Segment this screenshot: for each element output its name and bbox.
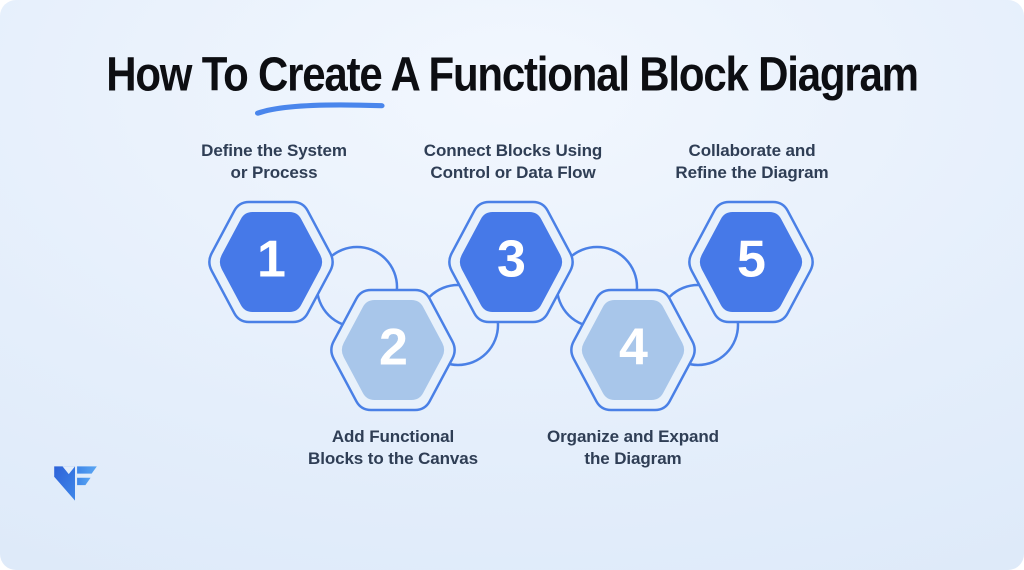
step-label-2-line-1: Add Functional bbox=[331, 427, 455, 446]
page-title: How To Create A Functional Block Diagram bbox=[0, 47, 1024, 116]
step-label-4-line-1: Organize and Expand bbox=[547, 427, 719, 446]
hexagon-1 bbox=[219, 212, 323, 312]
step-label-4-line-2: the Diagram bbox=[584, 449, 682, 468]
step-label-1-line-1: Define the System bbox=[201, 141, 347, 160]
hexagon-2 bbox=[341, 300, 445, 400]
step-label-1-line-2: or Process bbox=[230, 163, 318, 182]
step-label-5: Collaborate and Refine the Diagram bbox=[617, 140, 887, 184]
title-part-1: How To bbox=[106, 47, 258, 101]
step-number-2: 2 bbox=[379, 318, 408, 377]
brand-logo-icon bbox=[54, 466, 97, 501]
step-label-1: Define the System or Process bbox=[139, 140, 409, 184]
step-label-2: Add Functional Blocks to the Canvas bbox=[258, 426, 528, 470]
hexagon-3 bbox=[459, 212, 563, 312]
step-label-3-line-2: Control or Data Flow bbox=[430, 163, 596, 182]
hexagon-5 bbox=[699, 212, 803, 312]
title-part-2: A Functional Block Diagram bbox=[381, 47, 919, 101]
step-label-5-line-2: Refine the Diagram bbox=[675, 163, 829, 182]
step-label-4: Organize and Expand the Diagram bbox=[498, 426, 768, 470]
step-label-3-line-1: Connect Blocks Using bbox=[423, 141, 603, 160]
title-highlighted-word: Create bbox=[254, 47, 385, 116]
step-label-5-line-1: Collaborate and bbox=[688, 141, 816, 160]
step-label-3: Connect Blocks Using Control or Data Flo… bbox=[378, 140, 648, 184]
step-number-4: 4 bbox=[619, 318, 648, 377]
title-highlight-text: Create bbox=[258, 47, 383, 101]
step-label-2-line-2: Blocks to the Canvas bbox=[308, 449, 478, 468]
hexagon-4 bbox=[581, 300, 685, 400]
step-number-5: 5 bbox=[737, 230, 766, 289]
step-number-3: 3 bbox=[497, 230, 526, 289]
underline-swoosh-icon bbox=[254, 102, 385, 116]
step-number-1: 1 bbox=[257, 230, 286, 289]
